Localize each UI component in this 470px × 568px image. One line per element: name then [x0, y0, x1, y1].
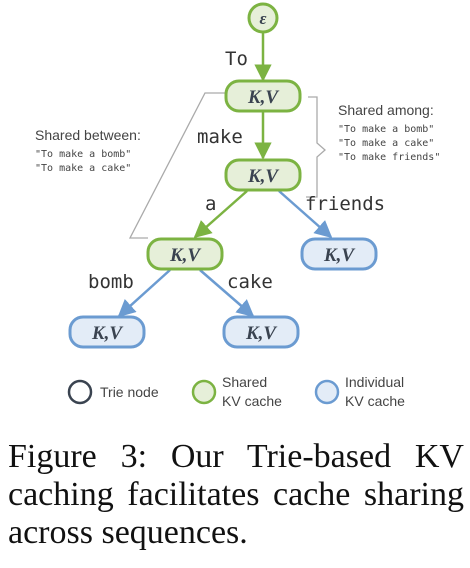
- kv-node-to: [224, 79, 302, 113]
- legend-individual-icon: [314, 379, 340, 405]
- edge-bomb: [117, 269, 171, 318]
- legend-shared-icon: [191, 379, 217, 405]
- legend-shared-label-1: Shared: [222, 374, 267, 390]
- kv-node-a: [146, 237, 224, 271]
- root-label: ε: [260, 9, 267, 28]
- kv-node-make: [224, 158, 302, 192]
- edge-label-friends: friends: [305, 193, 385, 215]
- trie-diagram: ε K,V K,V K,V K,V K,V K,V To make a frie…: [35, 2, 440, 409]
- edge-label-a: a: [205, 193, 216, 215]
- legend-individual-label-2: KV cache: [345, 393, 405, 409]
- edge-cake: [199, 269, 255, 318]
- shared-among-title: Shared among:: [338, 102, 434, 118]
- kv-node-bomb-label: K,V: [91, 323, 123, 344]
- edge-label-make: make: [197, 126, 243, 148]
- kv-node-a-label: K,V: [169, 245, 201, 266]
- edge-a: [193, 190, 248, 239]
- edge-label-bomb: bomb: [88, 271, 134, 293]
- shared-among-line-2: "To make a cake": [338, 138, 434, 149]
- figure-caption: Figure 3: Our Trie-based KV caching faci…: [8, 438, 464, 551]
- edge-label-cake: cake: [227, 271, 273, 293]
- kv-node-cake-label: K,V: [245, 323, 277, 344]
- kv-node-to-label: K,V: [247, 87, 279, 108]
- legend-trie-node-icon: [67, 379, 93, 405]
- shared-among-bracket: [306, 96, 326, 198]
- shared-between-bracket: [128, 92, 225, 239]
- kv-node-bomb: [68, 315, 146, 349]
- root-node: [247, 2, 279, 34]
- shared-among-line-3: "To make friends": [338, 152, 440, 163]
- edge-label-to: To: [225, 48, 248, 70]
- shared-among-line-1: "To make a bomb": [338, 124, 434, 135]
- shared-between-line-1: "To make a bomb": [35, 149, 131, 160]
- edge-friends: [278, 190, 333, 239]
- kv-node-make-label: K,V: [247, 166, 279, 187]
- legend-shared-label-2: KV cache: [222, 393, 282, 409]
- shared-between-title: Shared between:: [35, 127, 141, 143]
- kv-node-friends: [300, 237, 378, 271]
- shared-between-line-2: "To make a cake": [35, 163, 131, 174]
- legend-individual-label-1: Individual: [345, 374, 404, 390]
- kv-node-cake: [222, 315, 300, 349]
- legend-trie-node-label: Trie node: [100, 384, 159, 400]
- kv-node-friends-label: K,V: [323, 245, 355, 266]
